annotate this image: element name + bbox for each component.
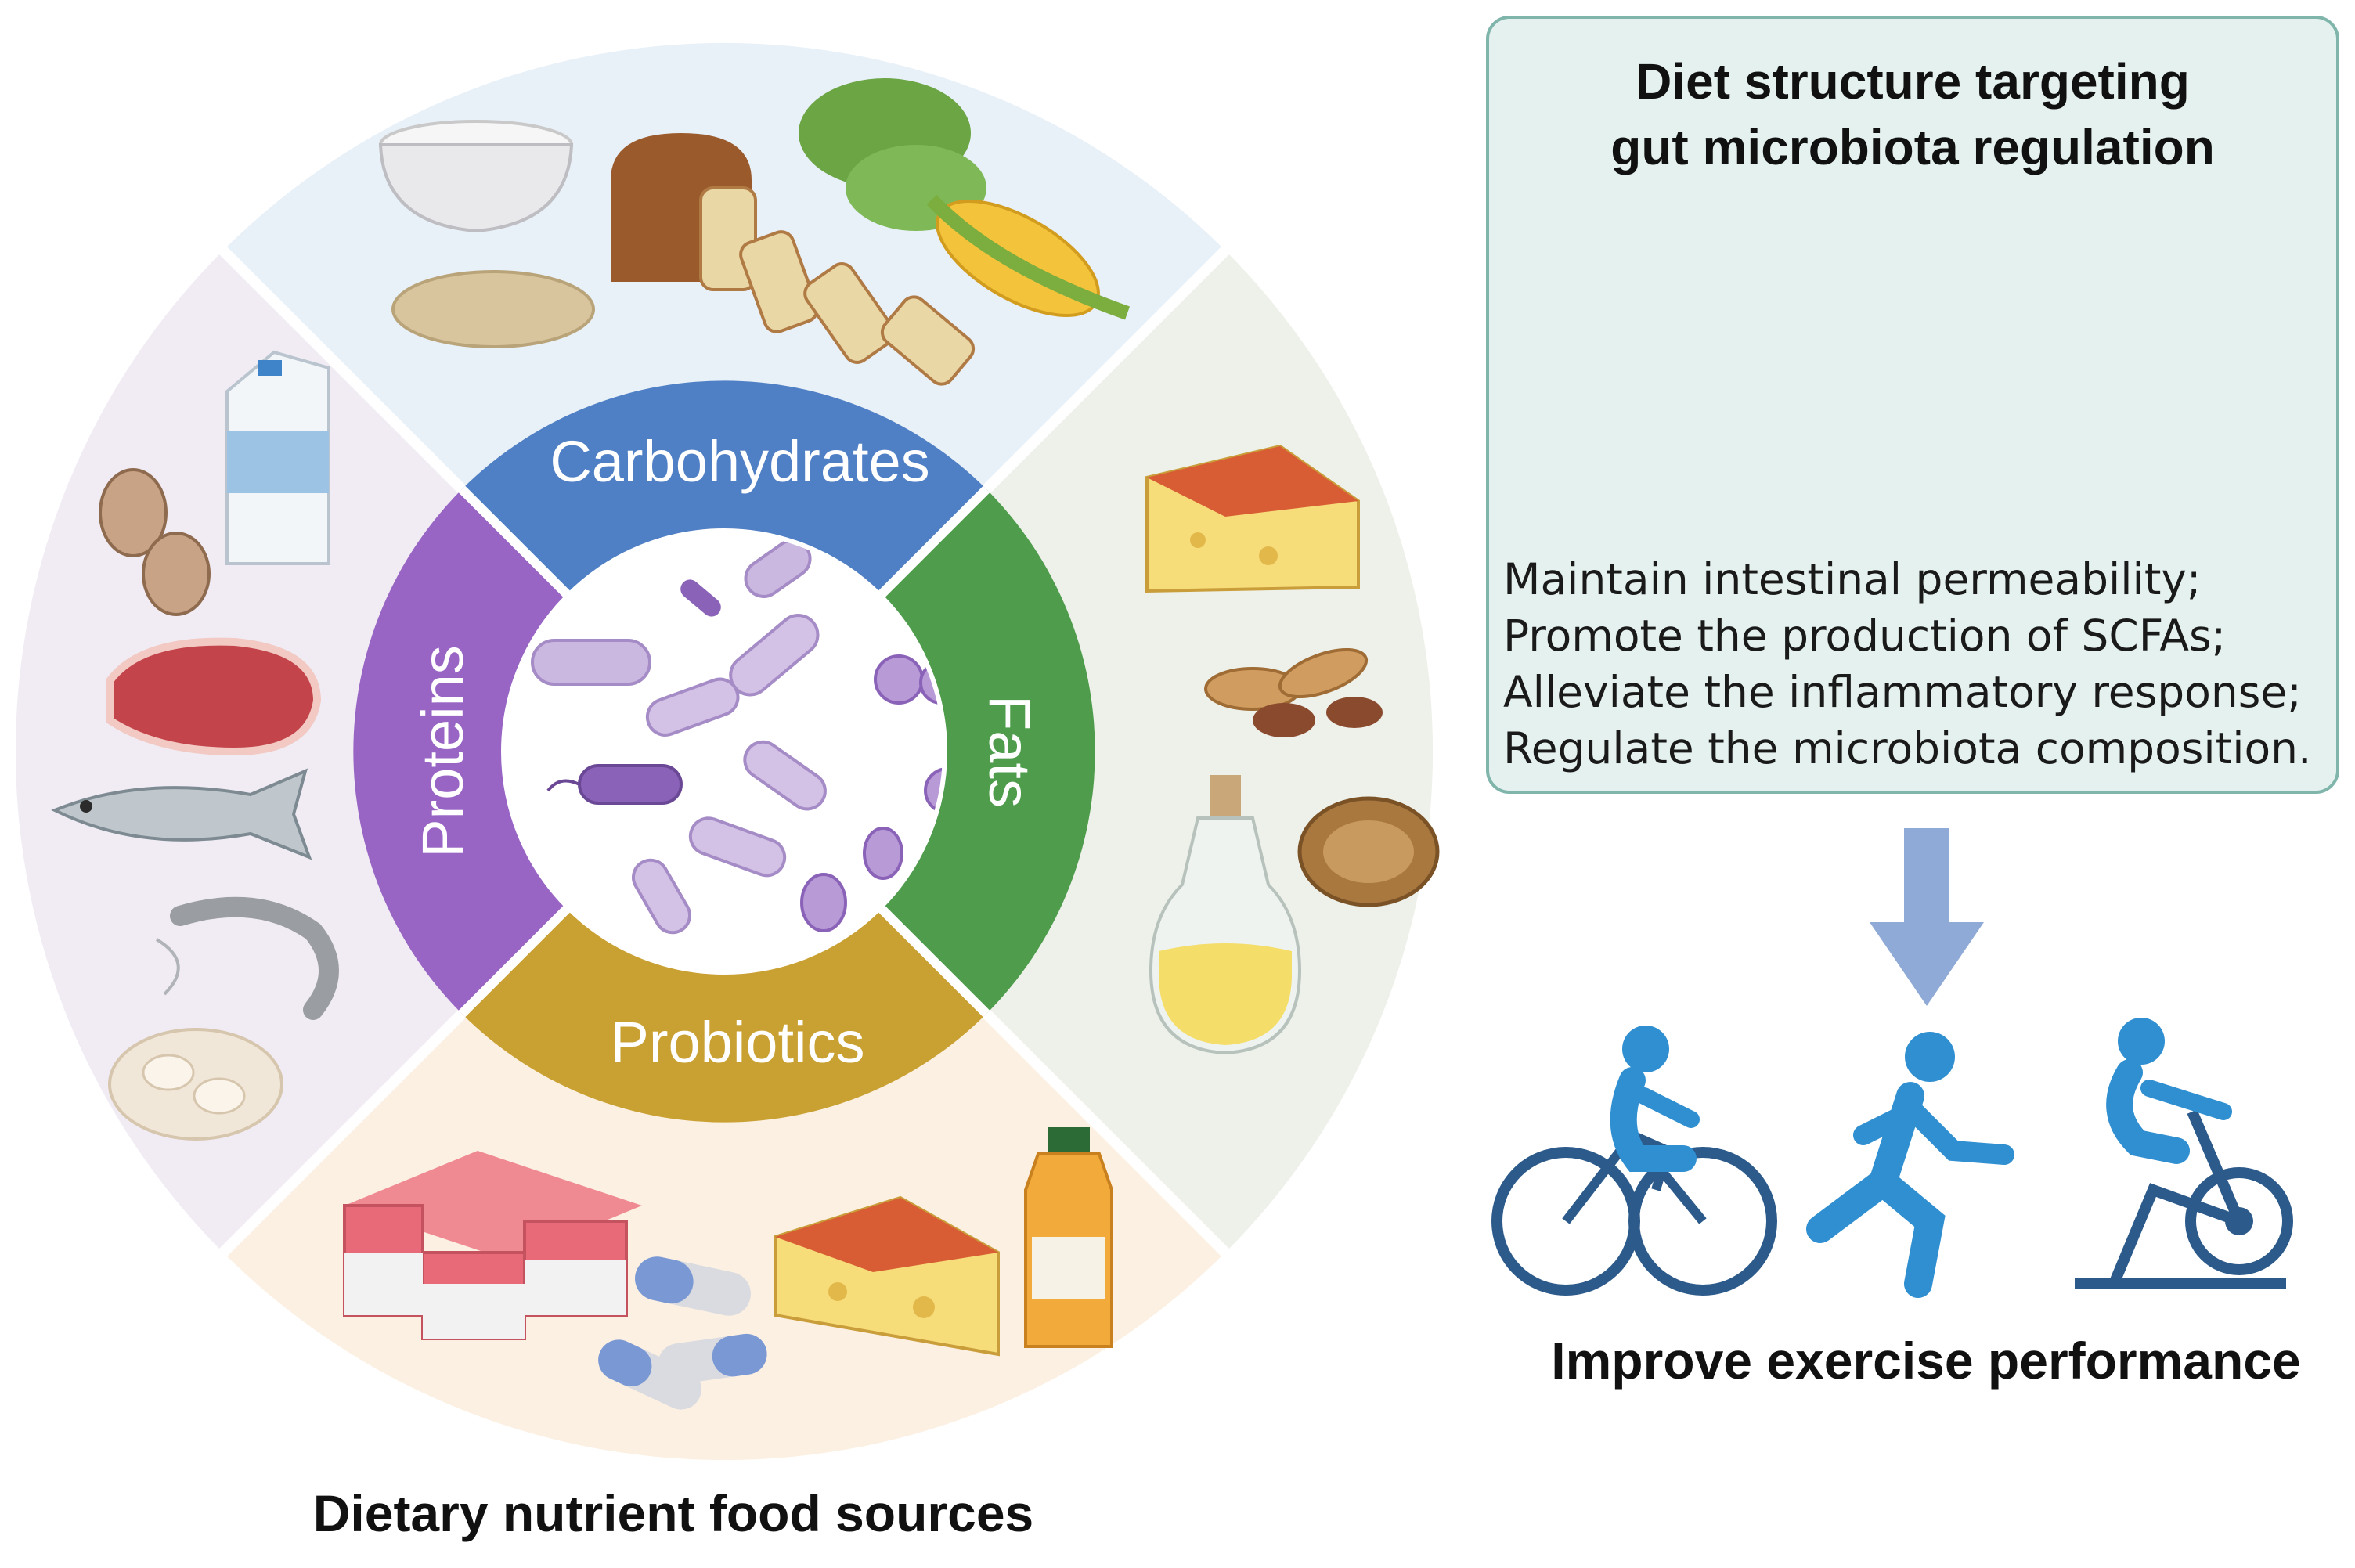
probiotic-foods [343, 1127, 1113, 1410]
benefit-item: Regulate the microbiota composition. [1503, 723, 2312, 773]
running-icon [1806, 1032, 2014, 1298]
down-arrow-icon [1870, 828, 1984, 1006]
ring-segment-carbohydrates [462, 380, 986, 596]
bacterium-rod-icon [531, 639, 651, 686]
benefit-item: Maintain intestinal permeability; [1503, 554, 2202, 604]
bacterium-rod-icon [680, 579, 721, 617]
fish-icon [51, 768, 312, 860]
bacterium-rod-icon [688, 816, 787, 878]
bacterium-rod-icon [645, 677, 740, 737]
nutrient-ring: Carbohydrates Fats Probiotics Proteins [353, 380, 1095, 1123]
shrimp-icon [155, 896, 339, 1020]
cheese-icon [1145, 444, 1360, 593]
exercise-caption: Improve exercise performance [1551, 1332, 2301, 1390]
ring-segment-fats [880, 489, 1095, 1014]
peanuts-icon [1204, 647, 1383, 737]
label-carbohydrates: Carbohydrates [550, 429, 929, 494]
walnut-icon [1297, 796, 1440, 907]
panel-title-line: gut microbiota regulation [1610, 119, 2215, 175]
juice-bottle-icon [1024, 1127, 1113, 1348]
yogurt-cups-icon [343, 1151, 642, 1340]
microbiota-center [501, 528, 947, 975]
bacterium-rod-icon [546, 764, 683, 805]
milk-carton-icon [225, 350, 330, 565]
panel-title-line: Diet structure targeting [1636, 53, 2190, 110]
bacterium-rod-icon [743, 740, 827, 811]
protein-foods [51, 350, 339, 1141]
carbs-foods [378, 78, 1130, 386]
stationary-bike-icon [2075, 1018, 2293, 1289]
oil-bottle-icon [1149, 775, 1302, 1055]
bacterium-rod-icon [632, 858, 691, 935]
oats-icon [391, 270, 595, 348]
panel-title: Diet structure targeting gut microbiota … [1489, 49, 2336, 180]
cheese-icon [774, 1195, 1000, 1357]
benefit-item: Alleviate the inflammatory response; [1503, 667, 2302, 717]
steak-icon [106, 637, 322, 756]
benefit-item: Promote the production of SCFAs; [1503, 611, 2227, 661]
bread-icon [611, 133, 976, 386]
eggs-icon [99, 468, 211, 616]
beans-icon [108, 1028, 283, 1141]
fats-foods [1145, 444, 1440, 1055]
benefits-list: Maintain intestinal permeability; Promot… [1503, 551, 2312, 777]
ring-segment-proteins [353, 489, 568, 1014]
label-fats: Fats [977, 695, 1042, 808]
label-proteins: Proteins [410, 645, 475, 857]
ring-segment-probiotics [462, 907, 986, 1123]
label-probiotics: Probiotics [611, 1010, 865, 1075]
wheel-caption: Dietary nutrient food sources [312, 1484, 1034, 1542]
diet-structure-panel: Diet structure targeting gut microbiota … [1486, 16, 2339, 794]
cycling-icon [1491, 1026, 1777, 1296]
rice-bowl-icon [378, 120, 574, 233]
capsule-icon [598, 1256, 767, 1410]
corn-icon [926, 194, 1130, 320]
bacteria-cluster [531, 539, 943, 935]
